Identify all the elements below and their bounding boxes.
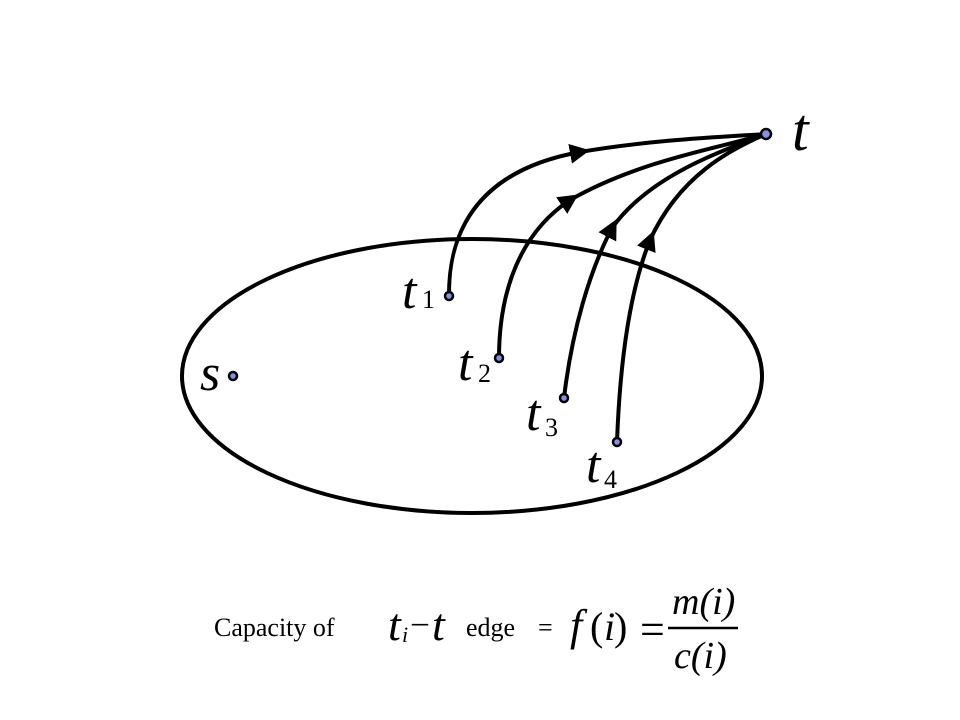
svg-text:=: = (640, 605, 665, 654)
svg-text:t: t (458, 335, 474, 392)
svg-text:(: ( (590, 604, 603, 649)
svg-text:t: t (388, 599, 402, 650)
svg-text:): ) (614, 604, 627, 649)
svg-text:t: t (586, 437, 602, 494)
terminal-label-t3: t 3 (526, 385, 558, 442)
svg-text:m(i): m(i) (672, 581, 735, 623)
svg-text:edge: edge (466, 613, 515, 642)
terminal-label-t1: t 1 (402, 263, 435, 320)
node-dot-t1 (443, 290, 455, 302)
region-ellipse (180, 237, 764, 515)
svg-text:2: 2 (478, 359, 491, 388)
svg-text:t: t (526, 385, 542, 442)
svg-text:1: 1 (422, 285, 435, 314)
node-dot-t4 (611, 436, 623, 448)
svg-text:i: i (604, 604, 615, 649)
svg-text:=: = (538, 613, 553, 642)
sink-label: t (792, 97, 810, 163)
svg-text:i: i (402, 622, 408, 647)
svg-text:Capacity of: Capacity of (214, 613, 335, 642)
svg-text:t: t (402, 263, 418, 320)
node-dot-s (227, 370, 239, 382)
edge-t4-to-t (615, 132, 767, 443)
svg-text:–: – (411, 603, 429, 639)
edge-t2-to-t (497, 132, 767, 359)
edge-t3-to-t (562, 132, 767, 399)
node-dot-t2 (493, 352, 505, 364)
svg-text:4: 4 (604, 465, 617, 494)
svg-text:f: f (570, 601, 588, 650)
svg-text:c(i): c(i) (674, 635, 727, 677)
source-label: s (200, 345, 220, 402)
node-dot-t (759, 127, 773, 141)
edge-t1-to-t (446, 132, 767, 297)
svg-text:t: t (432, 599, 446, 650)
capacity-caption: Capacity of t i – t edge = f ( i ) = m(i… (214, 581, 738, 677)
node-dot-t3 (558, 392, 570, 404)
svg-text:3: 3 (545, 413, 558, 442)
terminal-label-t2: t 2 (458, 335, 491, 392)
terminal-label-t4: t 4 (586, 437, 617, 494)
